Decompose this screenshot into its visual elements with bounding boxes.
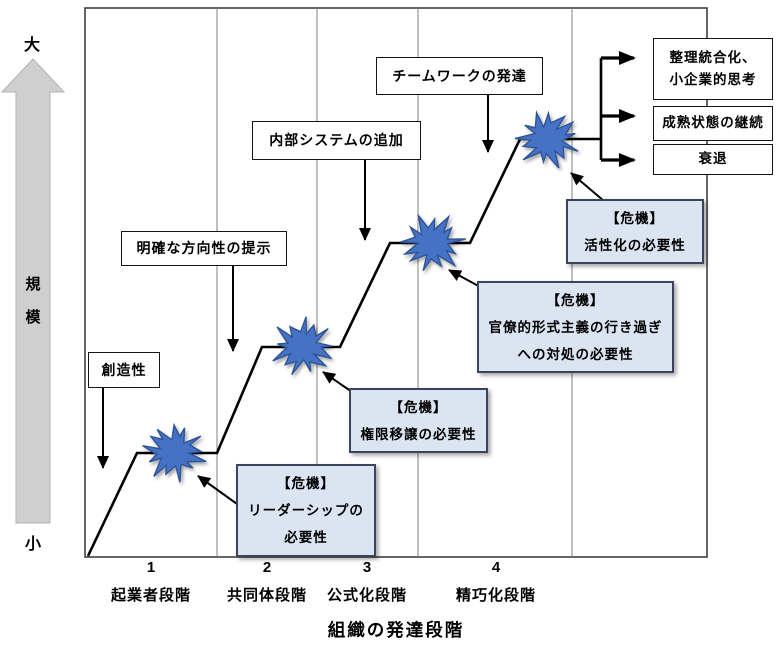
crisis-heading: 【危機】 xyxy=(546,292,605,308)
label-clear-direction: 明確な方向性の提示 xyxy=(121,231,287,266)
crisis-starburst-1 xyxy=(142,422,207,483)
stage-label-collectivity: 共同体段階 xyxy=(226,587,308,604)
crisis-box-leadership: 【危機】 リーダーシップの 必要性 xyxy=(236,464,376,557)
outcome-line: 成熟状態の継続 xyxy=(662,115,764,131)
stage-label-elaboration: 精巧化段階 xyxy=(455,587,537,604)
label-creativity: 創造性 xyxy=(88,352,160,388)
crisis-box-delegation: 【危機】 権限移譲の必要性 xyxy=(349,388,488,453)
outcome-branch-lines xyxy=(599,51,636,167)
outcome-box-decline: 衰退 xyxy=(653,144,773,175)
crisis-starburst-3 xyxy=(400,213,467,271)
outcome-box-consolidation: 整理統合化、 小企業的思考 xyxy=(653,38,773,100)
crisis-heading: 【危機】 xyxy=(606,210,664,226)
crisis-line: への対処の必要性 xyxy=(517,346,634,362)
outcome-line: 小企業的思考 xyxy=(669,72,757,87)
stage-number-2: 2 xyxy=(262,559,272,576)
growth-label-arrows xyxy=(97,94,494,469)
crisis-heading: 【危機】 xyxy=(277,476,335,491)
crisis-line: 権限移譲の必要性 xyxy=(360,426,477,442)
crisis-box-revitalization: 【危機】 活性化の必要性 xyxy=(566,199,704,264)
outcome-line: 衰退 xyxy=(698,151,728,167)
crisis-starburst-4 xyxy=(514,110,579,169)
crisis-line: 活性化の必要性 xyxy=(584,237,686,253)
crisis-line: リーダーシップの xyxy=(248,503,364,518)
crisis-starburst-2 xyxy=(272,316,333,376)
crisis-heading: 【危機】 xyxy=(389,399,448,415)
crisis-line: 必要性 xyxy=(284,530,328,545)
chart-frame xyxy=(84,7,708,558)
scale-up-arrow xyxy=(0,58,66,524)
label-internal-systems: 内部システムの追加 xyxy=(252,121,421,160)
y-axis-max-label: 大 xyxy=(24,37,41,54)
x-axis-title: 組織の発達段階 xyxy=(327,620,465,640)
stage-label-entrepreneurial: 起業者段階 xyxy=(110,587,192,604)
y-axis-label: 規模 xyxy=(25,276,41,326)
y-axis-min-label: 小 xyxy=(25,536,42,553)
stage-number-4: 4 xyxy=(491,559,501,576)
label-teamwork-development: チームワークの発達 xyxy=(376,57,543,95)
crisis-line: 官僚的形式主義の行き過ぎ xyxy=(488,319,663,335)
stage-number-3: 3 xyxy=(362,559,372,576)
crisis-box-bureaucracy: 【危機】 官僚的形式主義の行き過ぎ への対処の必要性 xyxy=(477,281,674,373)
outcome-box-maturity: 成熟状態の継続 xyxy=(653,106,773,141)
stage-label-formalization: 公式化段階 xyxy=(326,587,408,604)
outcome-line: 整理統合化、 xyxy=(669,49,757,65)
stage-number-1: 1 xyxy=(146,559,156,576)
